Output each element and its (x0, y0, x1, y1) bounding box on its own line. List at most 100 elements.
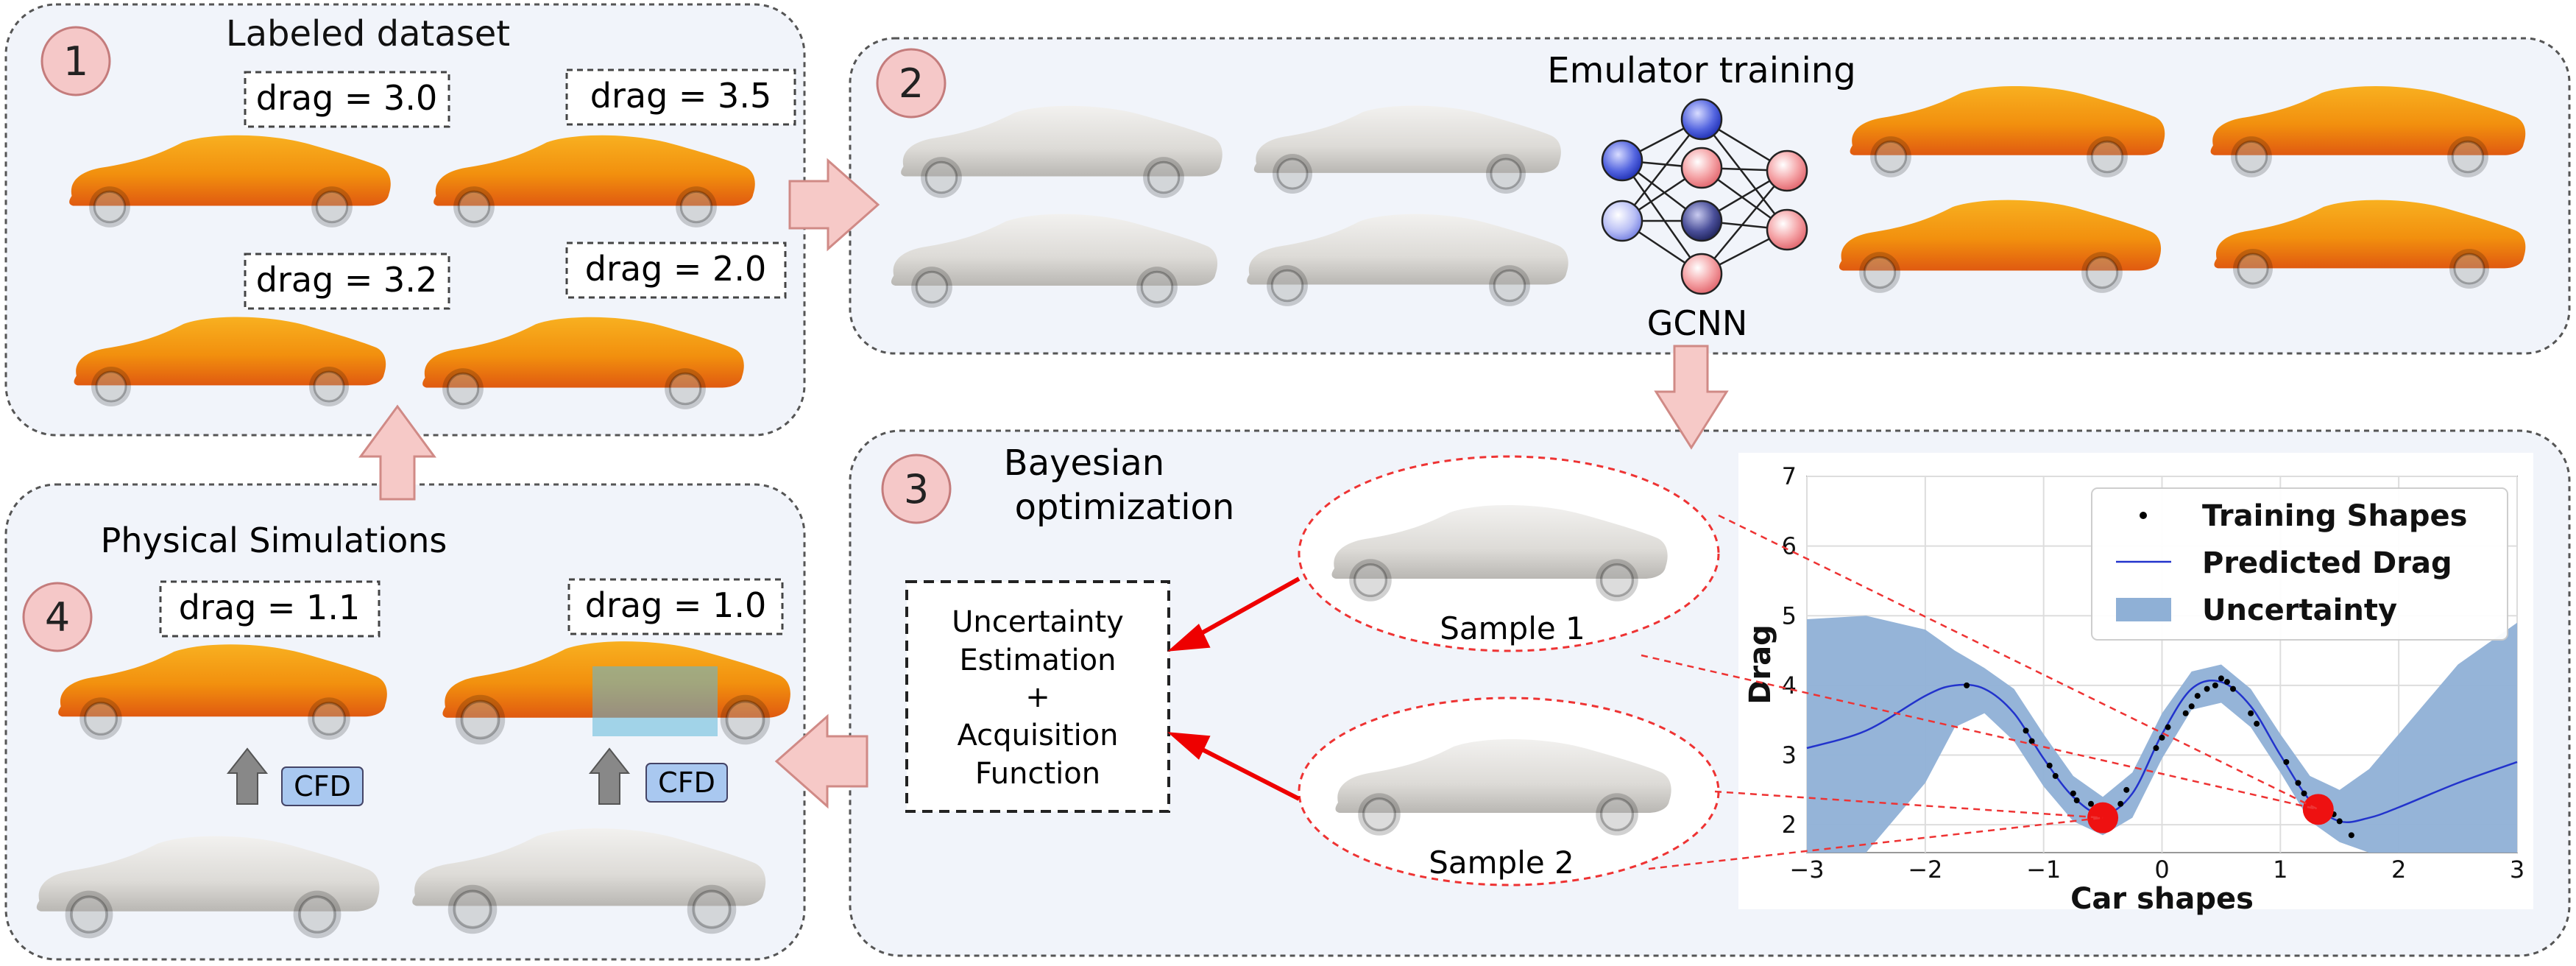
sample-2-label: Sample 2 (1429, 845, 1574, 881)
x-tick-label: 1 (2273, 856, 2287, 884)
training-point (2052, 772, 2059, 779)
y-tick-label: 4 (1782, 671, 1797, 699)
sample-connector-line (1648, 817, 2103, 870)
step-number: 2 (899, 60, 924, 107)
panel-title: Labeled dataset (226, 13, 510, 54)
svg-text:Estimation: Estimation (959, 644, 1116, 677)
panel-title: Emulator training (1547, 50, 1855, 91)
flow-arrow-right (788, 158, 880, 252)
sample-connector-line (1714, 790, 2103, 819)
sample-2-ellipse: Sample 2 (1298, 697, 1720, 886)
drag-label: drag = 1.0 (567, 578, 784, 635)
drag-label: drag = 3.5 (565, 68, 796, 126)
svg-text:drag = 3.0: drag = 3.0 (256, 78, 437, 118)
sample-1-ellipse: Sample 1 (1298, 455, 1720, 652)
sample-1-label: Sample 1 (1440, 610, 1585, 646)
svg-text:CFD: CFD (658, 766, 715, 799)
sample-point (2302, 794, 2334, 825)
drag-label: drag = 3.0 (244, 71, 450, 128)
training-point (2123, 786, 2130, 793)
svg-text:drag = 3.5: drag = 3.5 (590, 76, 771, 116)
svg-text:drag = 2.0: drag = 2.0 (585, 249, 766, 289)
training-point (2218, 675, 2224, 682)
y-tick-label: 6 (1782, 532, 1797, 560)
training-point (2283, 758, 2290, 765)
x-tick-label: −3 (1789, 856, 1824, 884)
predicted-drag-line (1806, 680, 2518, 824)
y-axis-label: Drag (1744, 624, 1777, 705)
drag-label: drag = 3.2 (244, 253, 450, 310)
svg-text:Acquisition: Acquisition (957, 719, 1118, 752)
training-point (2295, 780, 2301, 786)
x-tick-label: 2 (2391, 856, 2406, 884)
legend-label: Uncertainty (2202, 593, 2397, 627)
sample-connector-line (1718, 514, 2319, 811)
drag-label: drag = 1.1 (159, 580, 381, 638)
x-tick-label: 3 (2510, 856, 2524, 884)
car-pressure-field (442, 641, 790, 747)
training-point (2248, 710, 2254, 716)
panel-title: Physical Simulations (101, 521, 447, 560)
training-point (2159, 734, 2165, 741)
y-tick-label: 5 (1782, 602, 1797, 630)
training-point (2165, 724, 2171, 730)
training-point (2204, 685, 2210, 692)
sample-arrows (1167, 577, 1301, 801)
step-number: 3 (904, 466, 929, 512)
network-label: GCNN (1647, 303, 1748, 343)
svg-text:CFD: CFD (294, 770, 351, 803)
legend-marker-uncertainty (2116, 598, 2171, 621)
flow-arrow-down (1654, 345, 1729, 450)
x-tick-label: −1 (2026, 856, 2061, 884)
step-number: 4 (45, 594, 70, 641)
step-badge-2: 2 (876, 48, 946, 119)
cfd-badge: CFD (645, 763, 728, 803)
svg-text:drag = 1.0: drag = 1.0 (585, 585, 766, 625)
svg-text:Uncertainty: Uncertainty (952, 605, 1124, 639)
training-point (2188, 703, 2195, 710)
flow-arrow-up (358, 404, 436, 501)
training-point (2088, 800, 2094, 807)
step-badge-1: 1 (40, 26, 111, 96)
training-point (2254, 720, 2260, 727)
acquisition-box: Uncertainty Estimation + Acquisition Fun… (905, 580, 1170, 813)
y-tick-label: 7 (1782, 462, 1797, 490)
training-point (2212, 682, 2218, 688)
svg-text:+: + (1025, 680, 1050, 714)
training-point (2023, 727, 2029, 734)
panel-title: optimization (1015, 487, 1235, 528)
cfd-badge: CFD (281, 766, 364, 806)
svg-text:drag = 1.1: drag = 1.1 (179, 588, 360, 627)
cfd-up-arrow-icon (588, 747, 631, 805)
training-point (2223, 679, 2230, 685)
training-point (2194, 693, 2201, 699)
training-point (2153, 745, 2159, 752)
legend-label: Training Shapes (2202, 499, 2467, 533)
gcnn-network-icon (1601, 98, 1808, 295)
y-tick-label: 3 (1782, 741, 1797, 769)
step-number: 1 (63, 38, 88, 85)
step-badge-3: 3 (881, 454, 952, 524)
legend-label: Predicted Drag (2202, 546, 2452, 580)
x-tick-label: 0 (2154, 856, 2169, 884)
x-axis-label: Car shapes (2070, 882, 2254, 916)
legend-marker-training (2140, 512, 2147, 519)
training-point (2301, 790, 2307, 797)
sample-connector-line (1641, 654, 2319, 811)
sample-connector-lines (1641, 514, 2319, 870)
svg-text:drag = 3.2: drag = 3.2 (256, 260, 437, 300)
step-badge-4: 4 (22, 582, 93, 652)
training-point (2117, 800, 2124, 807)
training-point (2348, 832, 2354, 839)
training-point (2230, 685, 2236, 692)
cfd-up-arrow-icon (226, 747, 269, 805)
training-point (2046, 762, 2053, 769)
y-tick-label: 2 (1782, 811, 1797, 839)
training-point (1964, 682, 1970, 688)
training-point (2182, 710, 2189, 716)
training-point (2336, 818, 2343, 825)
panel-title: Bayesian (1004, 443, 1164, 484)
flow-arrow-left (774, 713, 868, 809)
legend-box (2091, 487, 2508, 641)
